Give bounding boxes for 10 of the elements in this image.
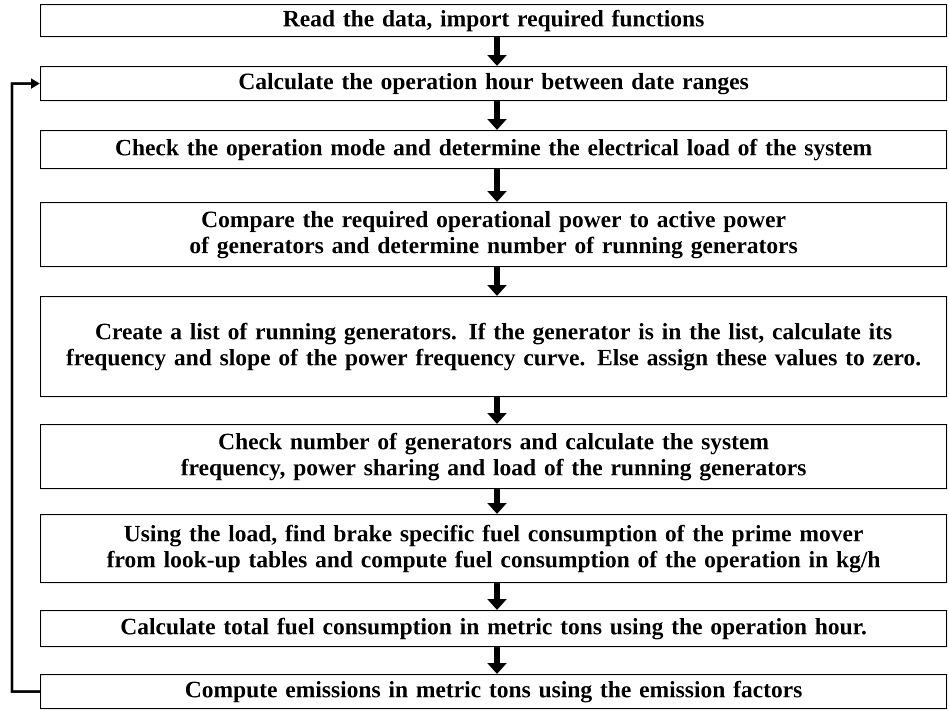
process-box: Calculate total fuel consumption in metric tons using the operation hour. (40, 610, 948, 648)
process-box: Compute emissions in metric tons using the emission factors (40, 674, 948, 710)
process-box: Create a list of running generators. If the generator is in the list, calculate its frequency and slope of the power frequency curve. Else assign these values to zero. (40, 296, 948, 398)
process-box: Calculate the operation hour between date ranges (40, 66, 948, 102)
process-box: Check number of generators and calculate the system frequency, power sharing and load of the running generators (40, 424, 948, 490)
arrow (10, 78, 40, 693)
process-box: Read the data, import required functions (40, 4, 948, 38)
process-box: Using the load, find brake specific fuel consumption of the prime mover from look-up tables and compute fuel consumption of the operation in kg/h (40, 514, 948, 584)
process-box: Compare the required operational power to active power of generators and determine number of running generators (40, 202, 948, 268)
process-box: Check the operation mode and determine the electrical load of the system (40, 130, 948, 170)
